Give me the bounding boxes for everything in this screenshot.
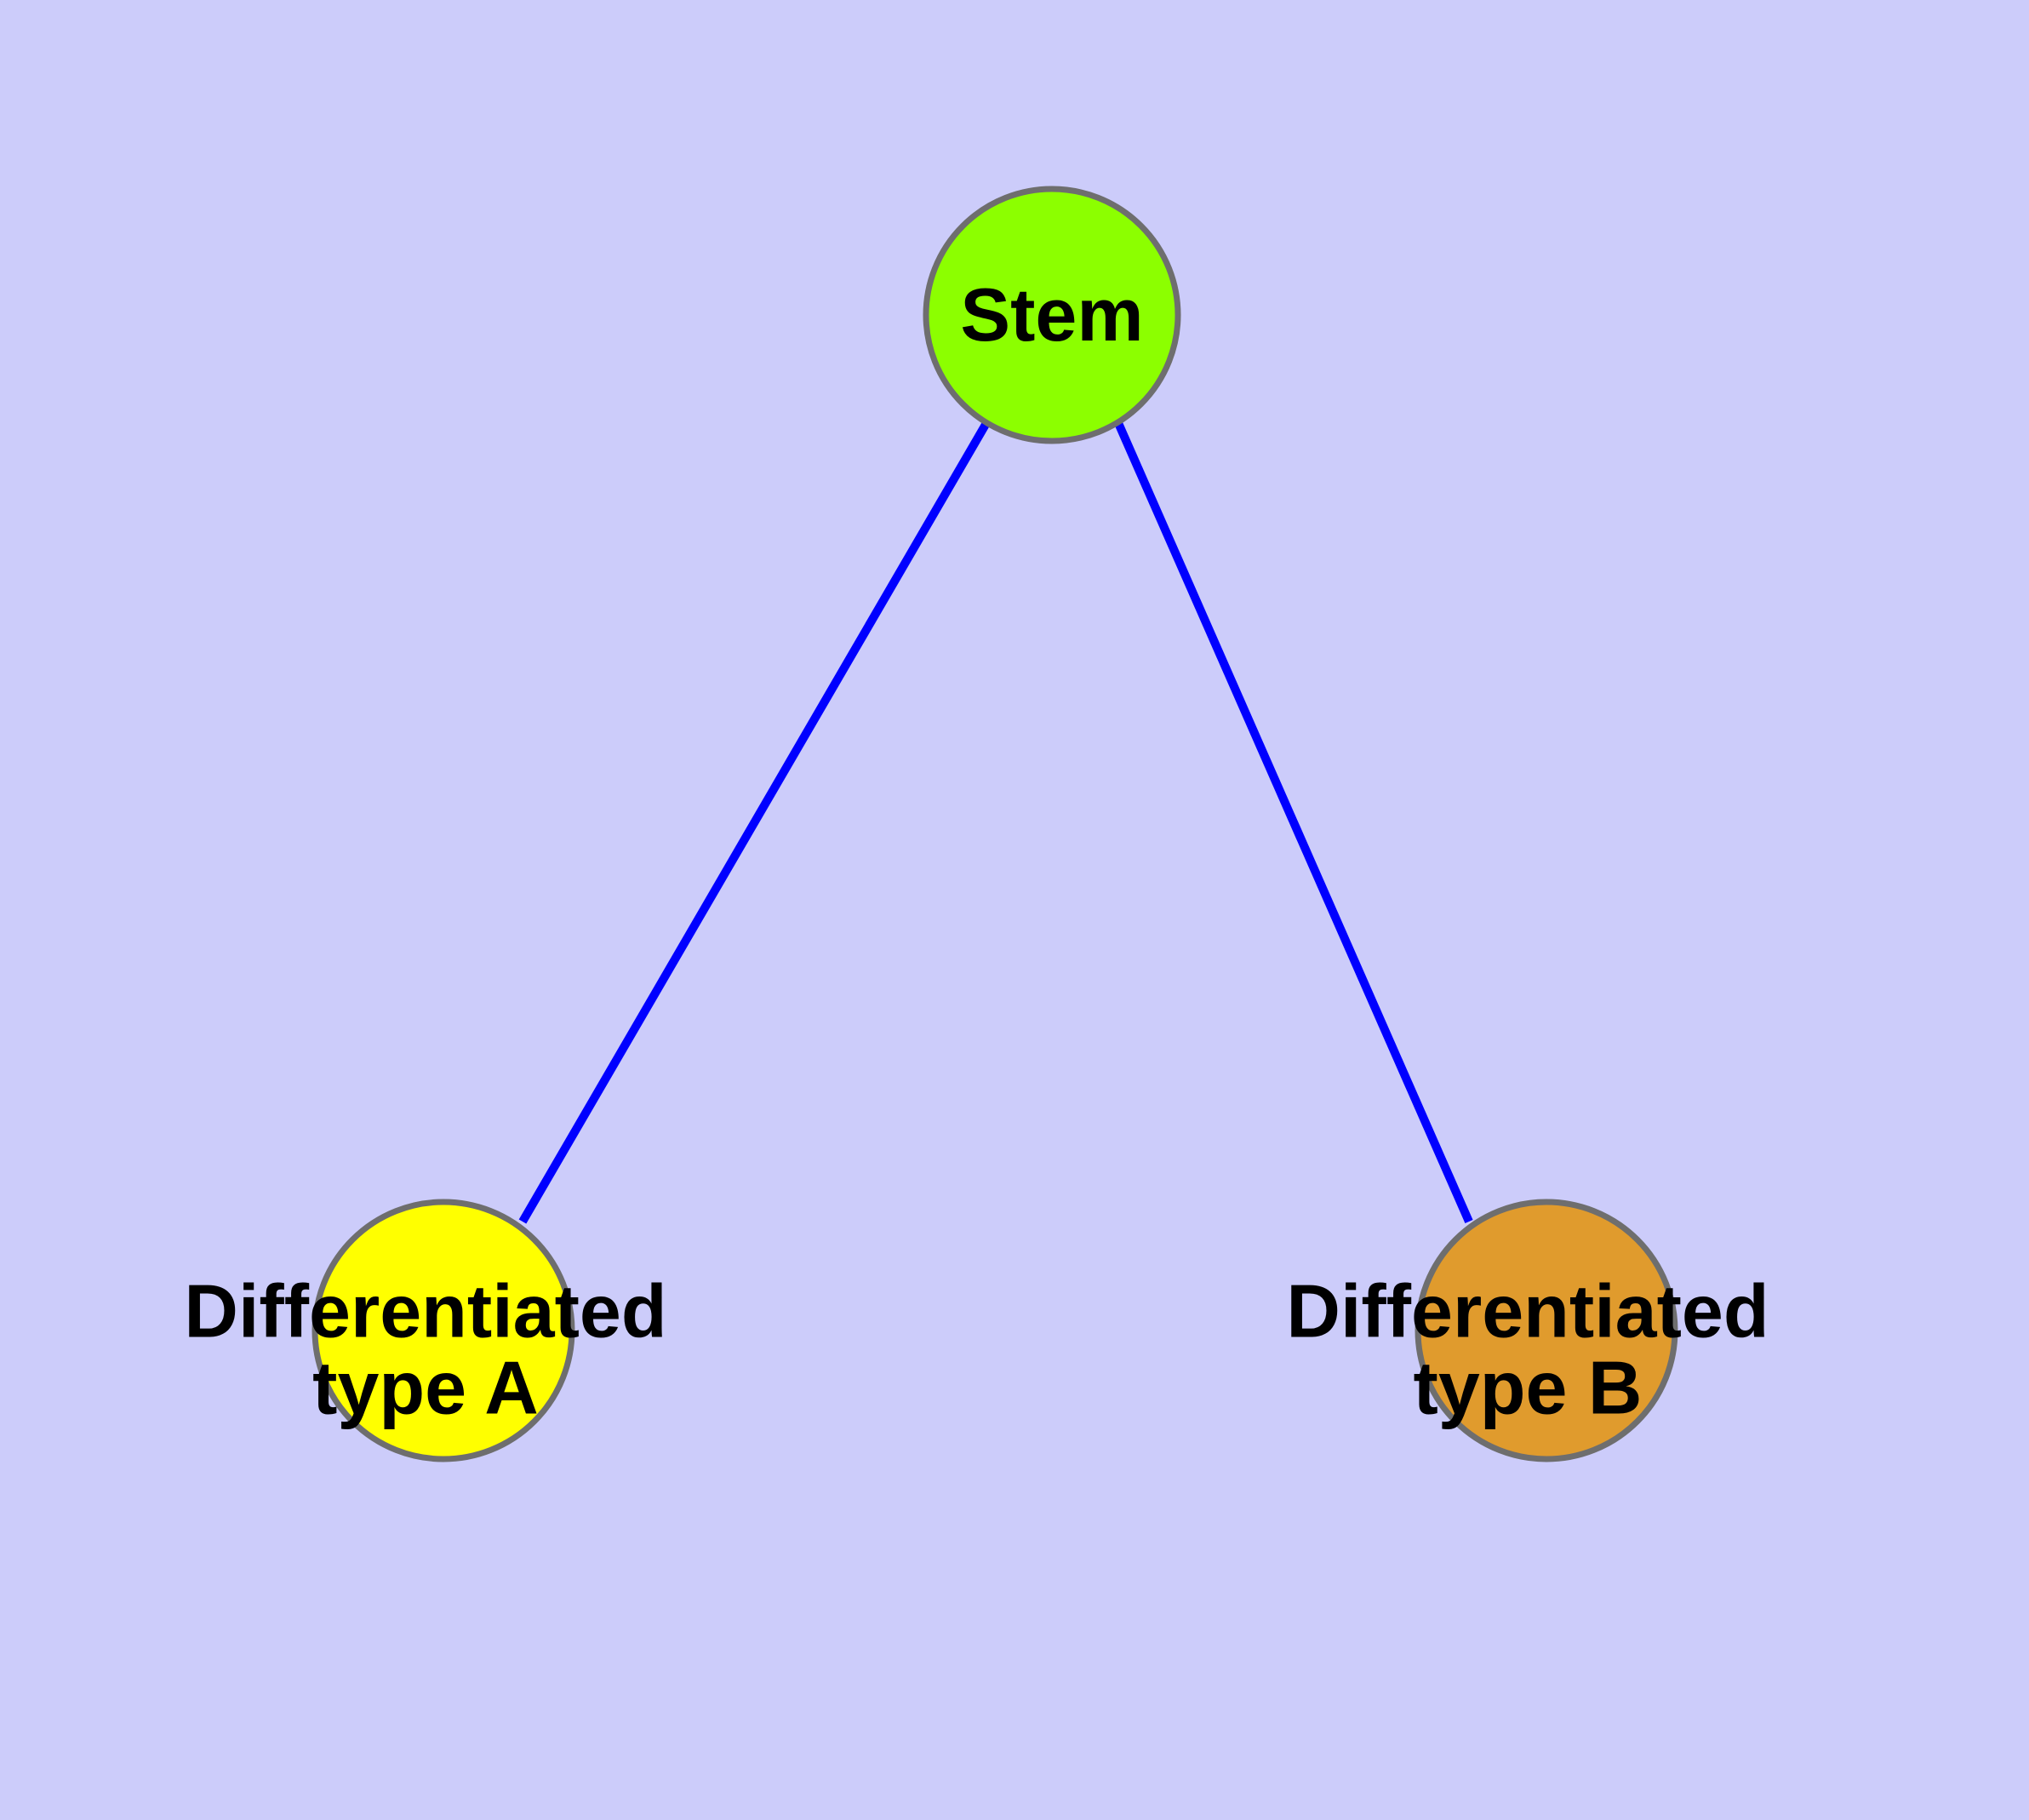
edge-stem-to-differentiated-type-b[interactable]	[1114, 421, 1473, 1224]
node-layer	[311, 186, 1678, 1462]
node-differentiated-type-a[interactable]	[311, 1199, 575, 1462]
node-stem[interactable]	[923, 186, 1181, 444]
edge-stem-to-differentiated-type-a[interactable]	[518, 421, 991, 1224]
node-differentiated-type-b[interactable]	[1415, 1199, 1678, 1462]
edge-layer	[518, 421, 1473, 1224]
